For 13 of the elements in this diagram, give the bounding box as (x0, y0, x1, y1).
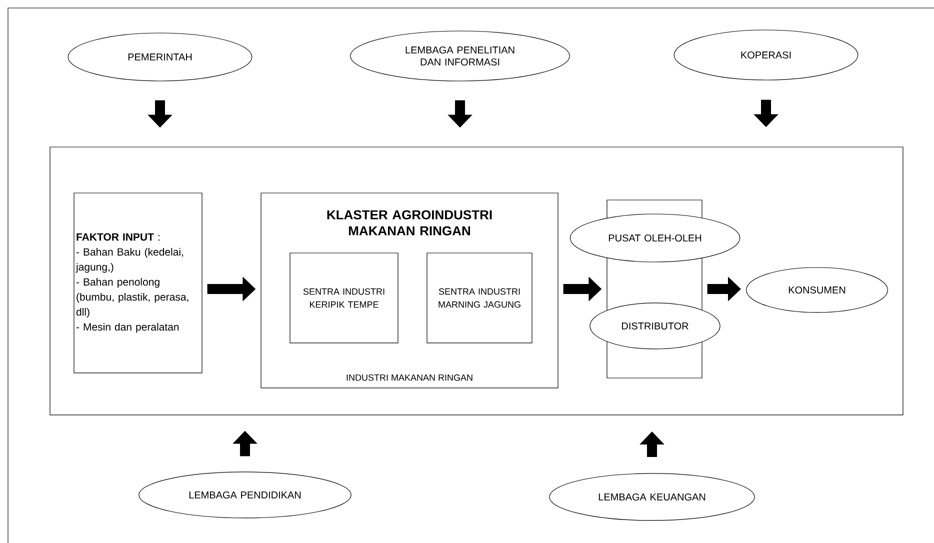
ellipse-node: KONSUMEN (746, 267, 888, 313)
ellipse-node: LEMBAGA PENELITIAN DAN INFORMASI (350, 30, 570, 82)
process-box: SENTRA INDUSTRI MARNING JAGUNG (426, 252, 532, 344)
ellipse-node: LEMBAGA KEUANGAN (549, 473, 755, 521)
box-caption: INDUSTRI MAKANAN RINGAN (346, 374, 472, 381)
ellipse-node: PEMERINTAH (68, 32, 252, 82)
text-box: FAKTOR INPUT : - Bahan Baku (kedelai, jagung,) - Bahan penolong (bumbu, plastik, perasa, dll) - Mesin dan peralatan (74, 192, 202, 374)
process-box: SENTRA INDUSTRI KERIPIK TEMPE (290, 252, 398, 344)
ellipse-node: LEMBAGA PENDIDIKAN (138, 472, 352, 518)
ellipse-node: DISTRIBUTOR (590, 302, 720, 350)
box-heading: KLASTER AGROINDUSTRI MAKANAN RINGAN (327, 210, 492, 236)
ellipse-node: PUSAT OLEH-OLEH (570, 214, 740, 262)
ellipse-node: KOPERASI (674, 30, 858, 80)
